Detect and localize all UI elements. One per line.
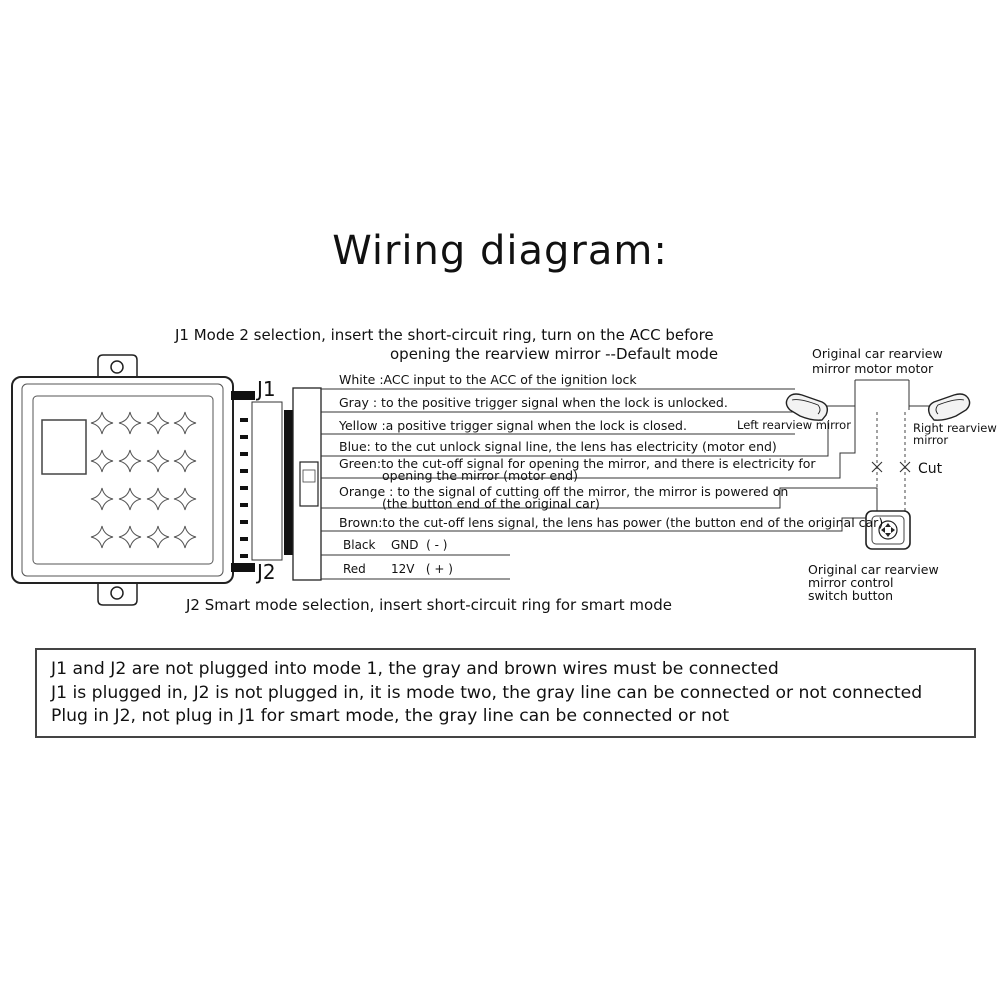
- mirror-switch-button-icon: [865, 510, 911, 550]
- vent-diamond: [146, 487, 170, 511]
- wire-label-brown: Brown:to the cut-off lens signal, the le…: [339, 515, 884, 530]
- vent-diamond: [173, 449, 197, 473]
- connector-frame: [251, 401, 283, 561]
- mode-note-1: J1 and J2 are not plugged into mode 1, t…: [51, 659, 779, 679]
- switch-label-line-1: Original car rearview: [808, 562, 939, 577]
- connector-pin: [240, 503, 248, 507]
- module-vent-pattern: [90, 411, 197, 549]
- vent-diamond: [173, 525, 197, 549]
- vent-diamond: [90, 411, 114, 435]
- connector-pin: [240, 435, 248, 439]
- vent-diamond: [118, 487, 142, 511]
- wire-brown: [321, 517, 866, 532]
- left-mirror-icon: [785, 393, 829, 421]
- control-module: [11, 376, 234, 584]
- vent-diamond: [90, 449, 114, 473]
- red-wire-value: 12V ( + ): [391, 562, 453, 576]
- connector-pin: [240, 554, 248, 558]
- wire-label-white: White :ACC input to the ACC of the ignit…: [339, 372, 637, 387]
- wire-harness-connector: [284, 387, 322, 581]
- vent-diamond: [90, 487, 114, 511]
- cut-marker-icon: [871, 461, 911, 473]
- connector-pin: [240, 418, 248, 422]
- wire-green: [321, 380, 856, 479]
- mode-note-2: J1 is plugged in, J2 is not plugged in, …: [51, 682, 923, 703]
- module-mount-tab-bottom: [97, 582, 138, 606]
- connector-pin: [240, 469, 248, 473]
- cut-lines-dashed: [876, 412, 906, 515]
- wire-label-green-cont: opening the mirror (motor end): [382, 468, 578, 483]
- wire-label-orange: Orange : to the signal of cutting off th…: [339, 484, 789, 499]
- red-wire-name: Red: [343, 562, 366, 576]
- j1-note-line-2: opening the rearview mirror --Default mo…: [390, 345, 719, 363]
- motor-label-line-1: Original car rearview: [812, 346, 943, 361]
- connector-pins: [240, 401, 283, 561]
- vent-diamond: [146, 525, 170, 549]
- j2-jumper: [231, 563, 255, 572]
- connector-pin: [240, 486, 248, 490]
- j1-note-line-1: J1 Mode 2 selection, insert the short-ci…: [175, 326, 714, 344]
- motor-label-line-2: mirror motor motor: [812, 361, 934, 376]
- diagram-title: Wiring diagram:: [332, 228, 668, 274]
- j1-label: J1: [257, 377, 276, 401]
- j2-label: J2: [257, 560, 276, 584]
- connector-pin: [240, 537, 248, 541]
- right-mirror-label-line-1: Right rearview: [913, 421, 997, 435]
- wire-label-yellow: Yellow :a positive trigger signal when t…: [339, 418, 687, 433]
- vent-diamond: [146, 449, 170, 473]
- wire-label-orange-cont: (the button end of the original car): [382, 496, 600, 511]
- black-wire-value: GND ( - ): [391, 538, 448, 552]
- vent-diamond: [173, 411, 197, 435]
- right-mirror-label-line-2: mirror: [913, 433, 949, 447]
- vent-diamond: [90, 525, 114, 549]
- vent-diamond: [146, 411, 170, 435]
- black-wire-name: Black: [343, 538, 376, 552]
- vent-diamond: [118, 411, 142, 435]
- vent-diamond: [118, 525, 142, 549]
- module-mount-tab-top: [97, 354, 138, 378]
- wire-label-green: Green:to the cut-off signal for opening …: [339, 456, 816, 471]
- mode-notes-box: J1 and J2 are not plugged into mode 1, t…: [35, 648, 976, 738]
- wire-label-blue: Blue: to the cut unlock signal line, the…: [339, 439, 777, 454]
- vent-diamond: [173, 487, 197, 511]
- switch-label-line-2: mirror control: [808, 575, 894, 590]
- connector-pin: [240, 520, 248, 524]
- mode-note-3: Plug in J2, not plug in J1 for smart mod…: [51, 706, 730, 726]
- j1-jumper: [231, 391, 255, 400]
- wire-label-gray: Gray : to the positive trigger signal wh…: [339, 395, 728, 410]
- wire-blue: [321, 421, 829, 457]
- vent-diamond: [118, 449, 142, 473]
- switch-label-line-3: switch button: [808, 588, 894, 603]
- motor-harness: [826, 379, 939, 410]
- left-mirror-label: Left rearview mirror: [737, 418, 851, 432]
- j2-note: J2 Smart mode selection, insert short-ci…: [186, 596, 672, 614]
- cut-label: Cut: [918, 461, 943, 477]
- right-mirror-icon: [927, 393, 971, 421]
- connector-pin: [240, 452, 248, 456]
